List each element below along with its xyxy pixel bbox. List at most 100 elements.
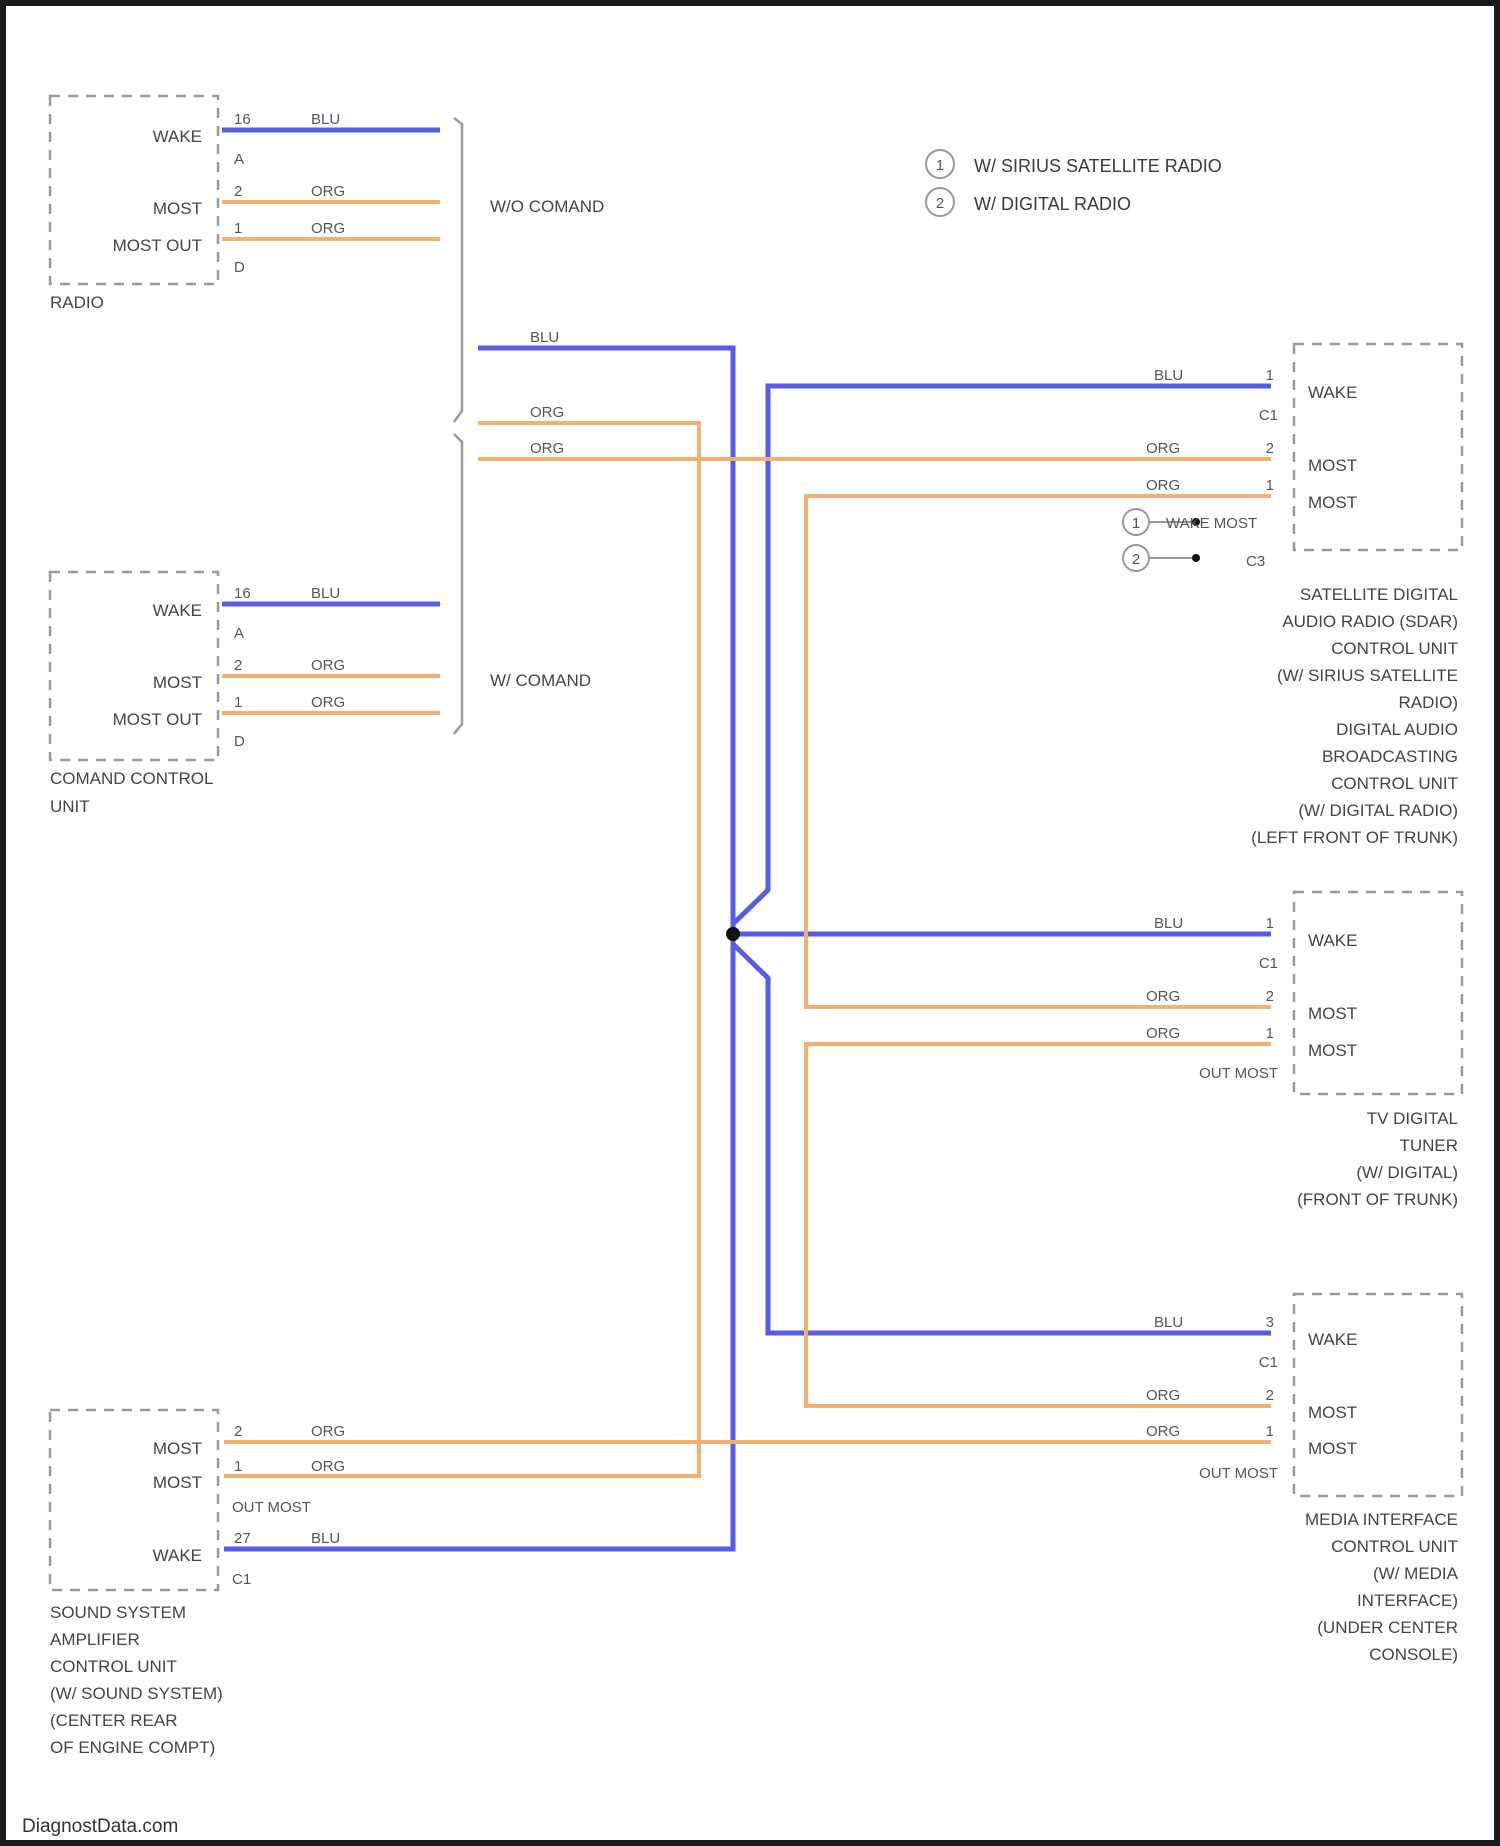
label-org-tv-1: ORG [1146, 988, 1180, 1005]
amp-pin-num-1: 1 [234, 1458, 242, 1475]
watermark: DiagnostData.com [22, 1816, 178, 1837]
sdar-pin-num-1: 1 [1266, 367, 1274, 384]
sdar-name-line-7: BROADCASTING [1322, 747, 1458, 766]
label-org-trunk-2: ORG [530, 440, 564, 457]
amp-name-line-6: OF ENGINE COMPT) [50, 1738, 215, 1757]
comand-pin-num-1: 1 [234, 694, 242, 711]
component-media-interface: WAKE MOST MOST 3 2 1 C1 OUT MOST MEDIA I… [1199, 1294, 1462, 1664]
sdar-pin-wake: WAKE [1308, 383, 1357, 402]
radio-pin-num-2: 2 [234, 183, 242, 200]
radio-box [50, 96, 218, 284]
label-org-media-2: ORG [1146, 1423, 1180, 1440]
radio-pin-num-16: 16 [234, 111, 251, 128]
legend-text-1: W/ SIRIUS SATELLITE RADIO [974, 156, 1222, 176]
tv-pin-most-2: MOST [1308, 1004, 1357, 1023]
label-org-radio-1: ORG [311, 183, 345, 200]
sdar-name-line-6: DIGITAL AUDIO [1336, 720, 1458, 739]
sdar-pin-most-1: MOST [1308, 493, 1357, 512]
wire-blu-media [733, 944, 1271, 1333]
radio-conn-a: A [234, 151, 244, 168]
sdar-note-num-1: 1 [1132, 515, 1140, 532]
component-amplifier: MOST MOST WAKE 2 1 27 OUT MOST C1 SOUND … [50, 1410, 311, 1757]
comand-name-line-2: UNIT [50, 797, 90, 816]
media-name-line-5: (UNDER CENTER [1317, 1618, 1458, 1637]
wire-blu-sdar [733, 386, 1271, 924]
amp-pin-num-27: 27 [234, 1530, 251, 1547]
label-org-trunk-1: ORG [530, 404, 564, 421]
comand-name-line-1: COMAND CONTROL [50, 769, 213, 788]
media-pin-num-3: 3 [1266, 1314, 1274, 1331]
tv-pin-num-1: 1 [1266, 915, 1274, 932]
component-sdar: WAKE MOST MOST 1 2 1 C1 1 WAKE MOST 2 C3… [1123, 344, 1462, 847]
sdar-pin-most-2: MOST [1308, 456, 1357, 475]
wires [222, 130, 1271, 1549]
label-blu-comand: BLU [311, 585, 340, 602]
media-pin-most-1: MOST [1308, 1439, 1357, 1458]
tv-name-line-3: (W/ DIGITAL) [1356, 1163, 1458, 1182]
wire-org-sdar-tv [806, 496, 1271, 1007]
label-org-comand-2: ORG [311, 694, 345, 711]
label-org-sdar-2: ORG [1146, 477, 1180, 494]
label-blu-trunk: BLU [530, 329, 559, 346]
amp-name-line-3: CONTROL UNIT [50, 1657, 177, 1676]
media-name-line-1: MEDIA INTERFACE [1305, 1510, 1458, 1529]
tv-out-most: OUT MOST [1199, 1065, 1278, 1082]
radio-name: RADIO [50, 293, 104, 312]
component-comand: WAKE MOST MOST OUT 16 2 1 A D COMAND CON… [50, 572, 251, 816]
brace-w-command [454, 434, 462, 734]
tv-pin-most-1: MOST [1308, 1041, 1357, 1060]
amp-pin-wake: WAKE [153, 1546, 202, 1565]
media-pin-num-1: 1 [1266, 1423, 1274, 1440]
media-pin-wake: WAKE [1308, 1330, 1357, 1349]
amp-name-line-5: (CENTER REAR [50, 1711, 178, 1730]
media-name-line-6: CONSOLE) [1369, 1645, 1458, 1664]
amp-name-line-2: AMPLIFIER [50, 1630, 140, 1649]
media-pin-most-2: MOST [1308, 1403, 1357, 1422]
legend-text-2: W/ DIGITAL RADIO [974, 194, 1131, 214]
sdar-note-wake-most: WAKE MOST [1166, 515, 1257, 532]
radio-conn-d: D [234, 259, 245, 276]
label-org-amp-1: ORG [311, 1423, 345, 1440]
amp-name-line-4: (W/ SOUND SYSTEM) [50, 1684, 223, 1703]
label-org-media-1: ORG [1146, 1387, 1180, 1404]
sdar-name-line-8: CONTROL UNIT [1331, 774, 1458, 793]
radio-pin-num-1: 1 [234, 220, 242, 237]
sdar-pin-num-2: 2 [1266, 440, 1274, 457]
comand-pin-most-out: MOST OUT [113, 710, 202, 729]
wiring-diagram: 1 W/ SIRIUS SATELLITE RADIO 2 W/ DIGITAL… [6, 6, 1494, 1840]
comand-pin-most: MOST [153, 673, 202, 692]
component-radio: WAKE MOST MOST OUT 16 2 1 A D RADIO [50, 96, 251, 312]
sdar-name-line-5: RADIO) [1399, 693, 1459, 712]
amp-out-most: OUT MOST [232, 1499, 311, 1516]
sdar-name-line-4: (W/ SIRIUS SATELLITE [1277, 666, 1458, 685]
tv-pin-wake: WAKE [1308, 931, 1357, 950]
media-name-line-2: CONTROL UNIT [1331, 1537, 1458, 1556]
group-w-command: W/ COMAND [490, 671, 591, 690]
comand-pin-num-16: 16 [234, 585, 251, 602]
sdar-name-line-1: SATELLITE DIGITAL [1300, 585, 1458, 604]
amp-pin-most-2: MOST [153, 1439, 202, 1458]
sdar-conn-c1: C1 [1259, 407, 1278, 424]
label-blu-amp: BLU [311, 1530, 340, 1547]
sdar-name-line-9: (W/ DIGITAL RADIO) [1298, 801, 1458, 820]
splice-point [726, 927, 740, 941]
media-name-line-4: INTERFACE) [1357, 1591, 1458, 1610]
label-blu-tv: BLU [1154, 915, 1183, 932]
label-blu-media: BLU [1154, 1314, 1183, 1331]
tv-name-line-1: TV DIGITAL [1367, 1109, 1458, 1128]
amp-conn-c1: C1 [232, 1571, 251, 1588]
sdar-name-line-3: CONTROL UNIT [1331, 639, 1458, 658]
radio-pin-most: MOST [153, 199, 202, 218]
component-tv-tuner: WAKE MOST MOST 1 2 1 C1 OUT MOST TV DIGI… [1199, 892, 1462, 1209]
label-blu-sdar: BLU [1154, 367, 1183, 384]
legend-num-1: 1 [936, 157, 944, 174]
command-braces: W/O COMAND W/ COMAND [454, 118, 604, 734]
legend: 1 W/ SIRIUS SATELLITE RADIO 2 W/ DIGITAL… [926, 150, 1222, 216]
radio-pin-wake: WAKE [153, 127, 202, 146]
sdar-box [1294, 344, 1462, 550]
media-box [1294, 1294, 1462, 1496]
wire-blu-trunk [224, 348, 733, 1549]
legend-num-2: 2 [936, 195, 944, 212]
media-name-line-3: (W/ MEDIA [1373, 1564, 1459, 1583]
media-conn-c1: C1 [1259, 1354, 1278, 1371]
